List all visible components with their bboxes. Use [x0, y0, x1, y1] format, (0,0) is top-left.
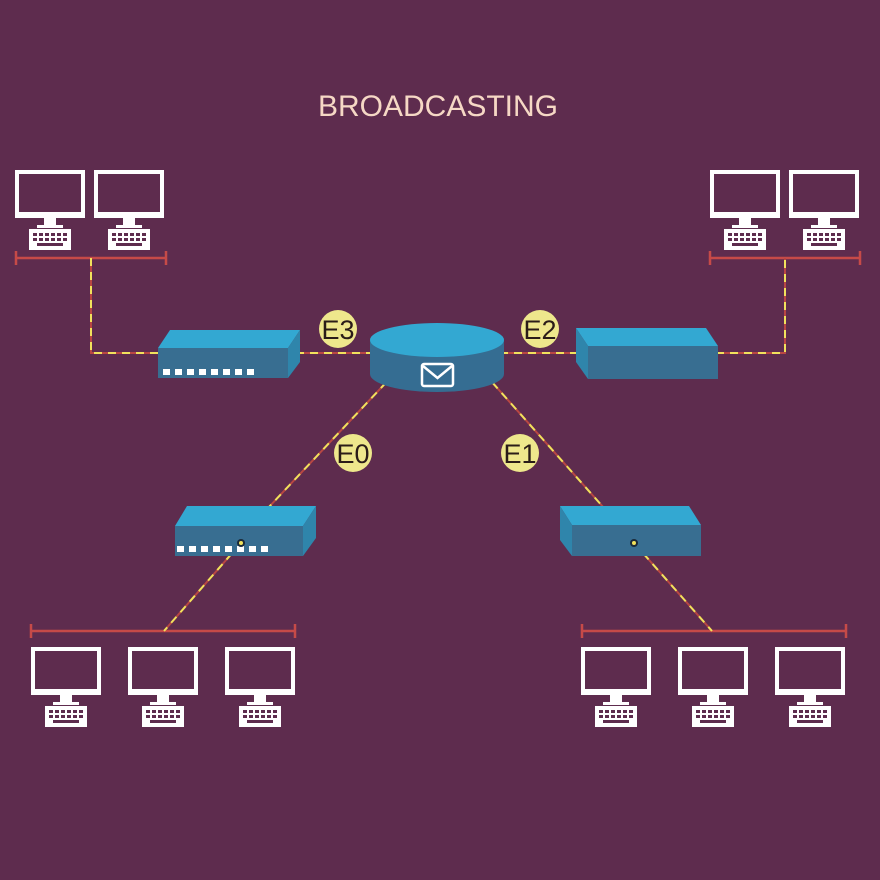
interface-label-text: E2	[523, 315, 556, 345]
computers-bottom-left	[31, 647, 295, 727]
interface-label-e3: E3	[319, 310, 357, 348]
computer-icon	[31, 647, 101, 727]
computer-icon	[775, 647, 845, 727]
interface-label-text: E0	[336, 439, 369, 469]
router	[370, 323, 504, 392]
computers-top-right	[710, 170, 859, 250]
interface-label-text: E3	[321, 315, 354, 345]
diagram-title: BROADCASTING	[318, 90, 558, 123]
network-links	[90, 258, 786, 632]
computers-top-left	[15, 170, 164, 250]
computer-icon	[789, 170, 859, 250]
computer-icon	[225, 647, 295, 727]
computer-icon	[710, 170, 780, 250]
interface-label-e0: E0	[334, 434, 372, 472]
lan-bus-bottom-left	[29, 624, 297, 638]
switch-top-left	[158, 330, 300, 378]
device-bottom-right	[560, 506, 701, 556]
computer-icon	[678, 647, 748, 727]
interface-label-text: E1	[503, 439, 536, 469]
computer-icon	[581, 647, 651, 727]
computer-icon	[128, 647, 198, 727]
computer-icon	[15, 170, 85, 250]
interface-label-e2: E2	[521, 310, 559, 348]
switch-bottom-left	[175, 506, 316, 556]
computers-bottom-right	[581, 647, 845, 727]
lan-bus-bottom-right	[580, 624, 848, 638]
envelope-icon	[420, 362, 455, 388]
computer-icon	[94, 170, 164, 250]
switch-ports	[163, 369, 254, 375]
interface-label-e1: E1	[501, 434, 539, 472]
device-top-right	[576, 328, 718, 379]
